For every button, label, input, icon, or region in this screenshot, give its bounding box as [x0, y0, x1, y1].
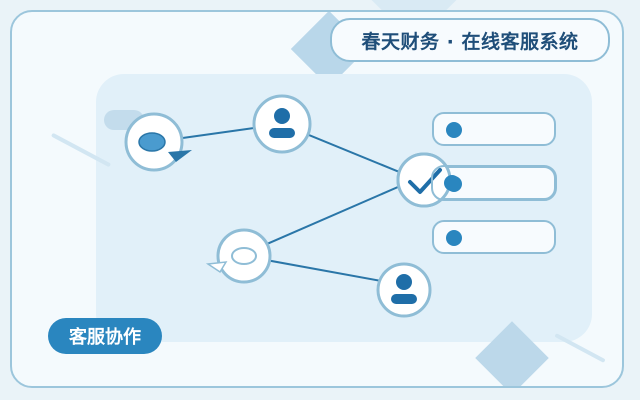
chat-bubble-tail-icon: [205, 261, 228, 274]
list-item: [432, 220, 556, 254]
dot-icon: [446, 230, 462, 246]
list-item: [432, 166, 556, 200]
chat-bubble-icon: [231, 247, 257, 265]
user-node: [376, 262, 432, 318]
user-icon: [391, 274, 417, 304]
chat-bubble-node: [124, 112, 192, 172]
chat-bubble-tail-icon: [168, 150, 192, 162]
page-title: 春天财务 · 在线客服系统: [330, 18, 610, 62]
chat-bubble-icon: [138, 132, 166, 152]
user-node: [252, 94, 312, 154]
dot-icon: [446, 176, 462, 192]
list-item: [432, 112, 556, 146]
chat-bubble-node: [205, 228, 272, 284]
dot-icon: [446, 122, 462, 138]
link-line: [243, 179, 415, 255]
user-icon: [269, 108, 295, 138]
main-card: 春天财务 · 在线客服系统 客服协作: [10, 10, 624, 388]
collaboration-badge: 客服协作: [48, 318, 162, 354]
